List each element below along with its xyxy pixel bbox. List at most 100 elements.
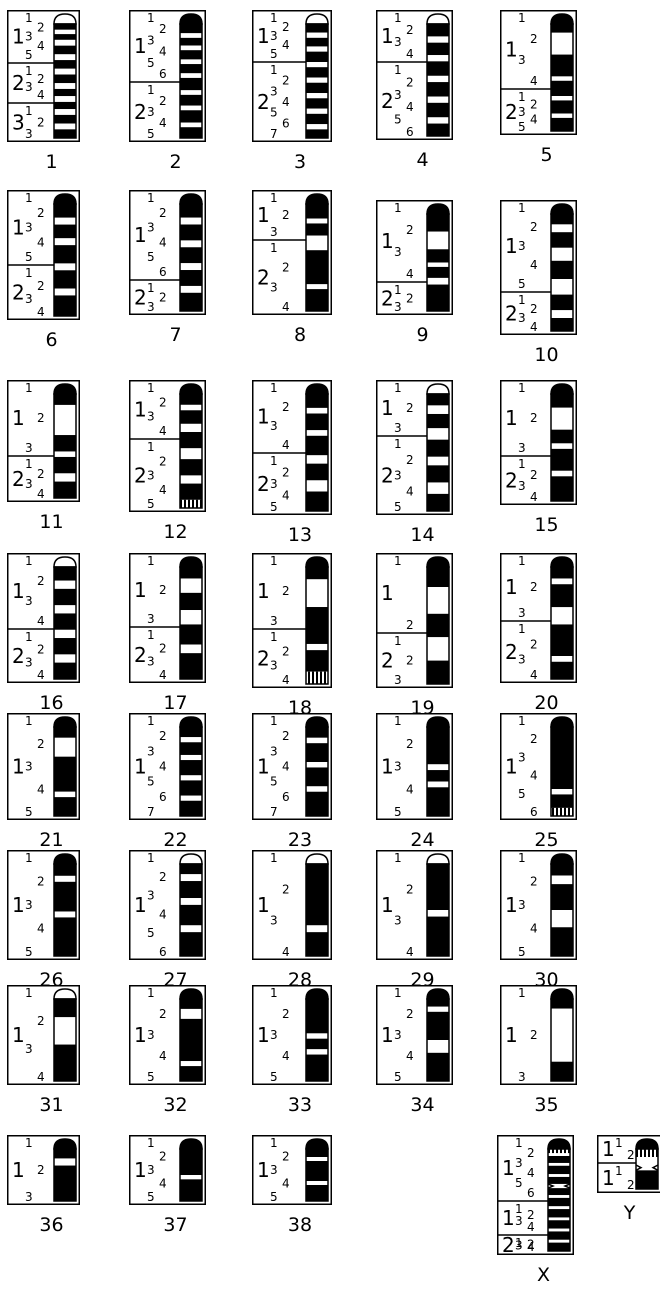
- light-band: [54, 40, 76, 46]
- light-band: [54, 218, 76, 225]
- band-number: 4: [282, 438, 290, 452]
- dark-band: [180, 270, 202, 286]
- chromosome-label: 31: [39, 1094, 63, 1116]
- dark-band: [306, 394, 328, 408]
- dark-band: [427, 267, 449, 278]
- light-band: [548, 1174, 570, 1177]
- band-number: 2: [37, 72, 45, 86]
- region-number: 1: [134, 1158, 147, 1182]
- band-number: 2: [406, 292, 414, 306]
- band-number: 1: [394, 201, 402, 215]
- telomere-cap: [306, 989, 328, 999]
- band-number: 1: [147, 191, 155, 205]
- band-number: 2: [159, 291, 167, 305]
- light-band: [180, 874, 202, 881]
- dark-band: [427, 614, 449, 637]
- dark-band: [54, 34, 76, 40]
- band-number: 4: [37, 782, 45, 796]
- chromosome-10: 1123452123410: [500, 201, 576, 366]
- dark-band: [306, 1149, 328, 1157]
- dark-band: [306, 767, 328, 786]
- dark-band: [54, 295, 76, 316]
- region-number: 2: [381, 89, 394, 113]
- region-number: 1: [134, 223, 147, 247]
- light-band: [306, 738, 328, 743]
- light-band: [54, 96, 76, 102]
- light-band: [551, 443, 573, 448]
- chromosome-label: 13: [288, 524, 312, 546]
- band-number: 3: [25, 655, 33, 669]
- dark-band: [548, 1243, 570, 1251]
- dark-band: [54, 225, 76, 239]
- dark-band: [54, 129, 76, 138]
- dark-band: [180, 64, 202, 73]
- light-band: [548, 1206, 570, 1209]
- band-number: 3: [147, 105, 155, 119]
- dark-band: [306, 52, 328, 62]
- dark-band: [180, 1149, 202, 1175]
- band-number: 5: [147, 1070, 155, 1084]
- light-band: [306, 762, 328, 767]
- band-number: 1: [615, 1136, 623, 1150]
- dark-band: [427, 43, 449, 55]
- band-number: 2: [159, 395, 167, 409]
- band-number: 1: [25, 554, 33, 568]
- band-number: 4: [159, 1049, 167, 1063]
- dark-band: [551, 55, 573, 77]
- band-number: 1: [147, 381, 155, 395]
- band-number: 3: [147, 469, 155, 483]
- region-number: 1: [602, 1166, 615, 1190]
- light-band: [427, 36, 449, 42]
- band-number: 3: [515, 1239, 523, 1253]
- chromosome-label: 34: [410, 1094, 434, 1116]
- band-number: 4: [406, 47, 414, 61]
- telomere-cap: [54, 1139, 76, 1149]
- dark-band: [54, 102, 76, 109]
- chromosome-25: 112345625: [501, 714, 577, 851]
- region-number: 2: [505, 640, 518, 664]
- band-number: 4: [159, 1177, 167, 1191]
- region-number: 1: [134, 1023, 147, 1047]
- dark-band: [306, 492, 328, 512]
- band-number: 6: [282, 116, 290, 130]
- band-number: 1: [25, 851, 33, 865]
- dark-band: [180, 1019, 202, 1061]
- chromosome-label: 9: [416, 324, 428, 346]
- band-number: 1: [25, 714, 33, 728]
- band-number: 4: [159, 760, 167, 774]
- light-band: [54, 738, 76, 757]
- band-number: 3: [518, 606, 526, 620]
- region-number: 2: [134, 286, 147, 310]
- band-number: 2: [159, 729, 167, 743]
- dark-band: [180, 567, 202, 578]
- dark-band: [551, 794, 573, 807]
- light-band: [551, 33, 573, 55]
- band-number: 3: [25, 760, 33, 774]
- light-band: [427, 278, 449, 285]
- band-number: 6: [159, 67, 167, 81]
- band-number: 1: [518, 457, 526, 471]
- band-number: 5: [147, 775, 155, 789]
- band-number: 2: [530, 411, 538, 425]
- dark-band: [306, 1161, 328, 1181]
- dark-band: [54, 1149, 76, 1158]
- band-number: 5: [147, 56, 155, 70]
- band-number: 4: [282, 95, 290, 109]
- band-number: 3: [270, 1028, 278, 1042]
- region-number: 1: [257, 755, 270, 779]
- region-number: 2: [505, 100, 518, 124]
- band-number: 2: [406, 737, 414, 751]
- dark-band: [306, 289, 328, 311]
- chromosome-label: 23: [288, 829, 312, 851]
- light-band: [54, 451, 76, 456]
- light-band: [54, 605, 76, 613]
- dark-band: [306, 129, 328, 138]
- dark-band: [54, 797, 76, 816]
- dark-band: [54, 589, 76, 605]
- light-band: [54, 109, 76, 115]
- light-band: [551, 279, 573, 295]
- light-band: [548, 1195, 570, 1198]
- band-number: 7: [270, 805, 278, 819]
- band-number: 2: [159, 583, 167, 597]
- light-band: [427, 97, 449, 103]
